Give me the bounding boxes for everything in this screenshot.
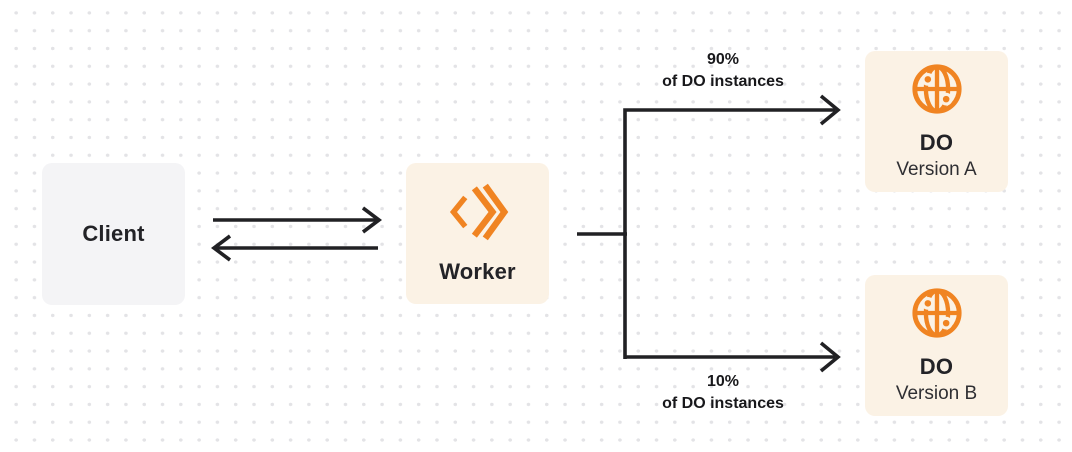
worker-label: Worker bbox=[439, 259, 516, 284]
top-branch-percent: 90% bbox=[706, 51, 740, 68]
do-b-title: DO bbox=[919, 354, 954, 379]
client-to-worker-arrow bbox=[213, 206, 382, 234]
client-node: Client bbox=[42, 163, 185, 305]
do-b-subtitle: Version B bbox=[895, 383, 978, 404]
worker-node: Worker bbox=[406, 163, 549, 304]
bottom-branch-percent: 10% bbox=[706, 373, 740, 390]
do-a-subtitle: Version A bbox=[896, 159, 977, 180]
bottom-branch-percentage-label: 10% of DO instances bbox=[617, 371, 829, 415]
bottom-branch-caption: of DO instances bbox=[662, 395, 784, 412]
client-label: Client bbox=[82, 221, 145, 246]
do-a-title: DO bbox=[919, 130, 954, 155]
do-version-b-node: DO Version B bbox=[865, 275, 1008, 416]
durable-object-globe-icon bbox=[910, 286, 964, 345]
top-branch-caption: of DO instances bbox=[662, 73, 784, 90]
worker-to-client-arrow bbox=[211, 234, 378, 262]
branch-arrowhead-bottom bbox=[819, 341, 841, 373]
branch-arrowhead-top bbox=[819, 94, 841, 126]
top-branch-percentage-label: 90% of DO instances bbox=[617, 49, 829, 93]
do-version-a-node: DO Version A bbox=[865, 51, 1008, 192]
durable-object-globe-icon bbox=[910, 62, 964, 121]
worker-branch-connector bbox=[577, 108, 835, 359]
cloudflare-workers-icon bbox=[446, 182, 510, 247]
